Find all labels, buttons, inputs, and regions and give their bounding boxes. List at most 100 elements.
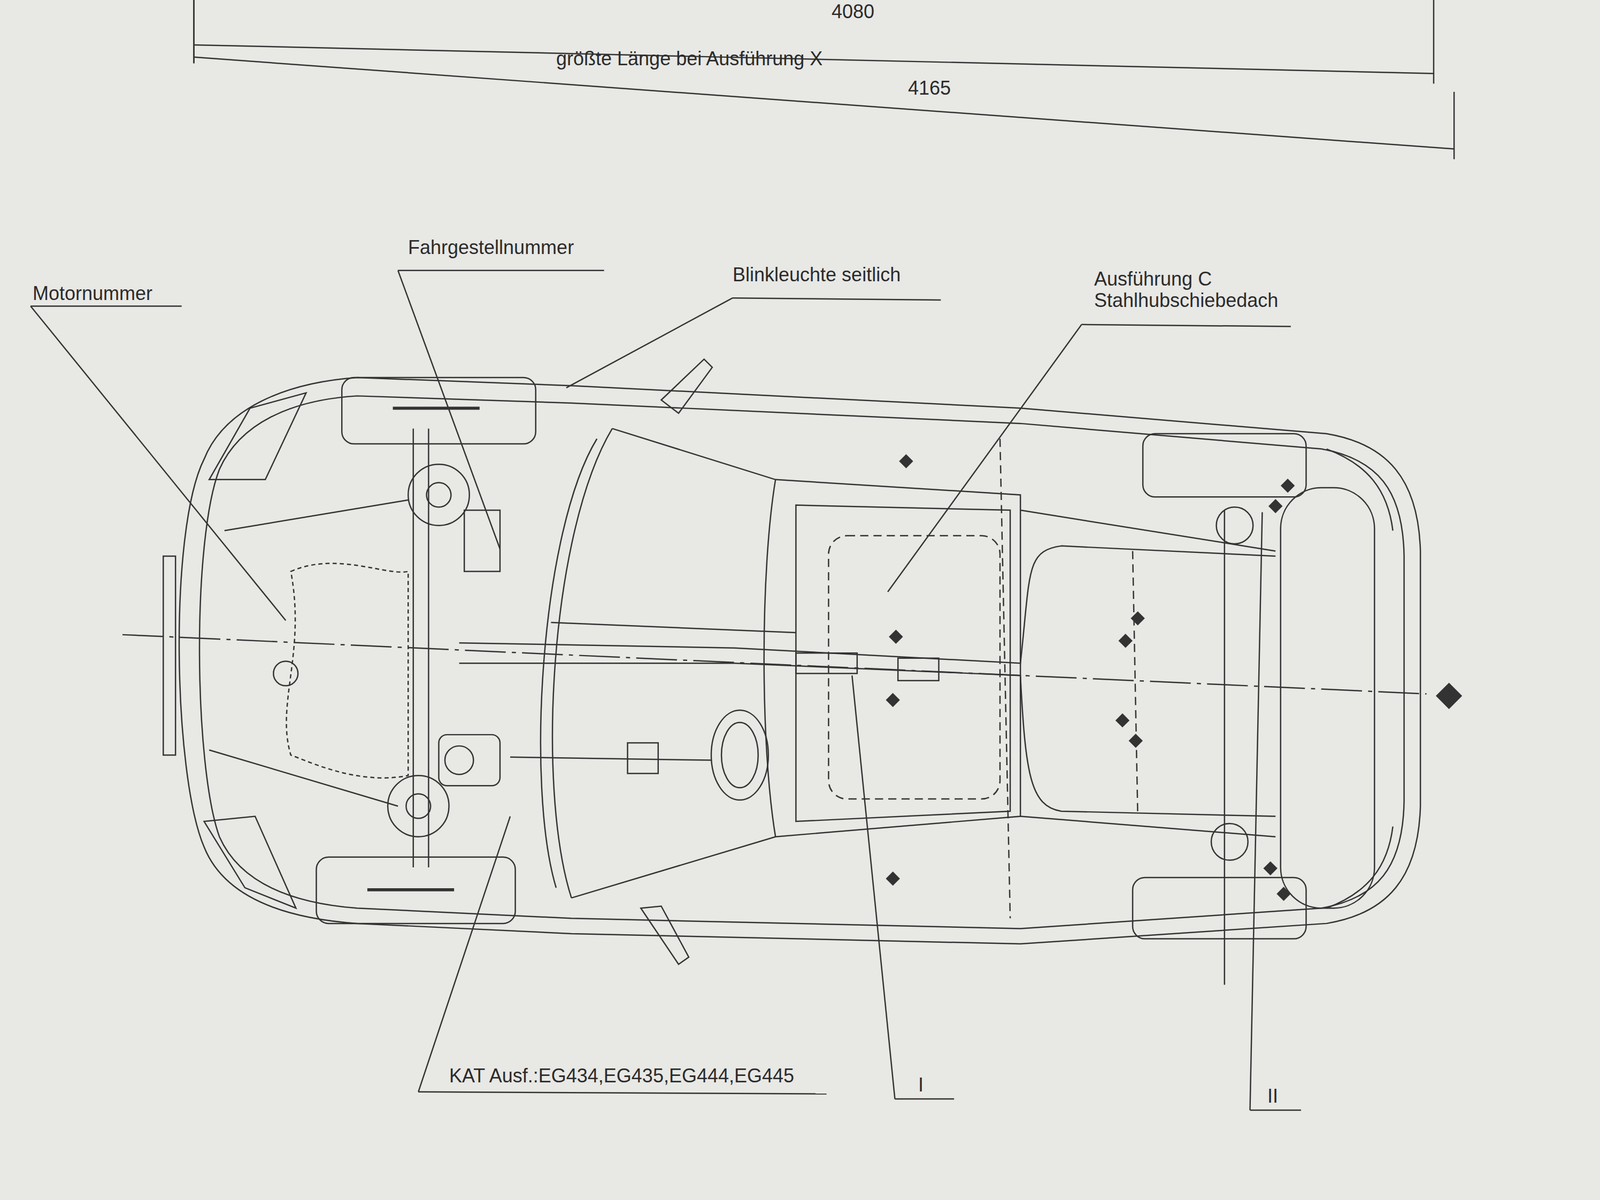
steering — [510, 710, 769, 800]
drawing-line — [627, 742, 659, 774]
drawing-line — [1269, 500, 1282, 513]
drawing-line — [179, 377, 1421, 944]
drawing-line — [209, 750, 398, 807]
drawing-line — [193, 0, 195, 64]
drawing-line — [889, 630, 903, 643]
drawing-line — [764, 479, 776, 837]
drawing-line — [1264, 862, 1277, 875]
mounting-points — [886, 455, 1294, 900]
drawing-line — [1326, 826, 1394, 909]
part-label: Fahrgestellnummer — [408, 236, 574, 259]
drawing-line — [408, 464, 469, 526]
drawing-line — [224, 500, 409, 531]
drawing-line — [122, 634, 1427, 695]
drawing-line — [1131, 612, 1144, 625]
drawing-line — [1020, 510, 1276, 551]
drawing-line — [1326, 449, 1394, 532]
datum-symbol — [1436, 683, 1462, 709]
drawing-line — [418, 816, 511, 1092]
drawing-line — [393, 406, 480, 410]
dimension-value: 4165 — [908, 77, 951, 99]
exhaust-and-lines — [459, 439, 1276, 919]
drawing-line — [397, 270, 500, 550]
drawing-line — [1116, 714, 1129, 727]
part-label: Blinkleuchte seitlich — [732, 264, 901, 286]
leader-lines — [30, 270, 1302, 1111]
drawing-line — [660, 359, 712, 414]
drawing-line — [199, 395, 1405, 929]
drawing-line — [732, 297, 941, 300]
drawing-line — [1250, 512, 1263, 1111]
drawing-line — [851, 675, 895, 1099]
drawing-line — [30, 305, 286, 621]
drawing-line — [897, 658, 939, 681]
drawing-line — [273, 660, 298, 686]
drawing-line — [900, 455, 913, 468]
drawing-line — [1020, 816, 1276, 837]
body-outline — [163, 377, 1421, 944]
drawing-line — [795, 652, 857, 674]
drawing-line — [459, 663, 1276, 817]
drawing-line — [193, 0, 195, 64]
wheels — [316, 377, 1307, 939]
drawing-line — [439, 734, 500, 786]
drawing-line — [204, 816, 297, 909]
drawing-line — [286, 563, 409, 779]
drawing-line — [640, 905, 689, 965]
drawing-line — [1216, 506, 1254, 544]
sunroof — [828, 535, 1000, 799]
drawing-line — [209, 393, 306, 480]
part-label: Motornummer — [32, 282, 153, 305]
drawing-line — [894, 1098, 955, 1100]
drawing-line — [1250, 1109, 1302, 1111]
centre-line — [122, 634, 1427, 695]
drawing-line — [194, 44, 1434, 74]
drawing-line — [1433, 0, 1435, 84]
drawing-line — [1211, 823, 1249, 861]
drawing-line — [341, 377, 536, 444]
drawing-line — [1129, 734, 1142, 748]
drawing-line — [418, 1091, 827, 1095]
suspension — [209, 428, 1276, 985]
drawing-line — [711, 710, 769, 800]
rear-window — [1280, 487, 1375, 909]
mirrors — [640, 359, 713, 965]
drawing-line — [194, 57, 1455, 150]
drawing-line — [721, 722, 759, 788]
dimension-note: größte Länge bei Ausführung X — [556, 48, 823, 70]
drawing-line — [30, 305, 182, 307]
drawing-line — [464, 510, 500, 572]
drawing-line — [163, 556, 176, 756]
drawing-line — [367, 888, 455, 892]
drawing-line — [1142, 433, 1306, 497]
drawing-line — [1132, 877, 1306, 939]
drawing-line — [397, 269, 604, 271]
drawing-line — [412, 428, 414, 868]
dimension-value: 4080 — [831, 1, 875, 23]
engine-outline — [273, 563, 409, 779]
drawing-line — [886, 872, 899, 885]
part-label: Ausführung C Stahlhubschiebedach — [1094, 268, 1319, 311]
drawing-line — [405, 794, 431, 819]
callout-number: II — [1267, 1085, 1279, 1107]
drawing-line — [886, 694, 899, 707]
drawing-line — [550, 622, 796, 633]
drawing-line — [426, 482, 452, 508]
drawing-line — [427, 428, 429, 868]
drawing-line — [1119, 634, 1132, 648]
drawing-line — [795, 505, 1011, 822]
drawing-line — [444, 745, 474, 775]
drawing-line — [1277, 887, 1290, 900]
drawing-line — [887, 324, 1082, 592]
callout-number: I — [918, 1074, 924, 1096]
drawing-line — [1281, 479, 1295, 492]
drawing-line — [1081, 324, 1291, 327]
drawing-line — [459, 545, 1276, 664]
drawing-line — [1224, 510, 1226, 985]
drawing-line — [510, 757, 712, 761]
drawing-line — [1132, 550, 1138, 817]
drawing-line — [1000, 439, 1011, 919]
dimension-lines — [194, 0, 1455, 160]
part-label: KAT Ausf.:EG434,EG435,EG444,EG445 — [449, 1065, 795, 1087]
